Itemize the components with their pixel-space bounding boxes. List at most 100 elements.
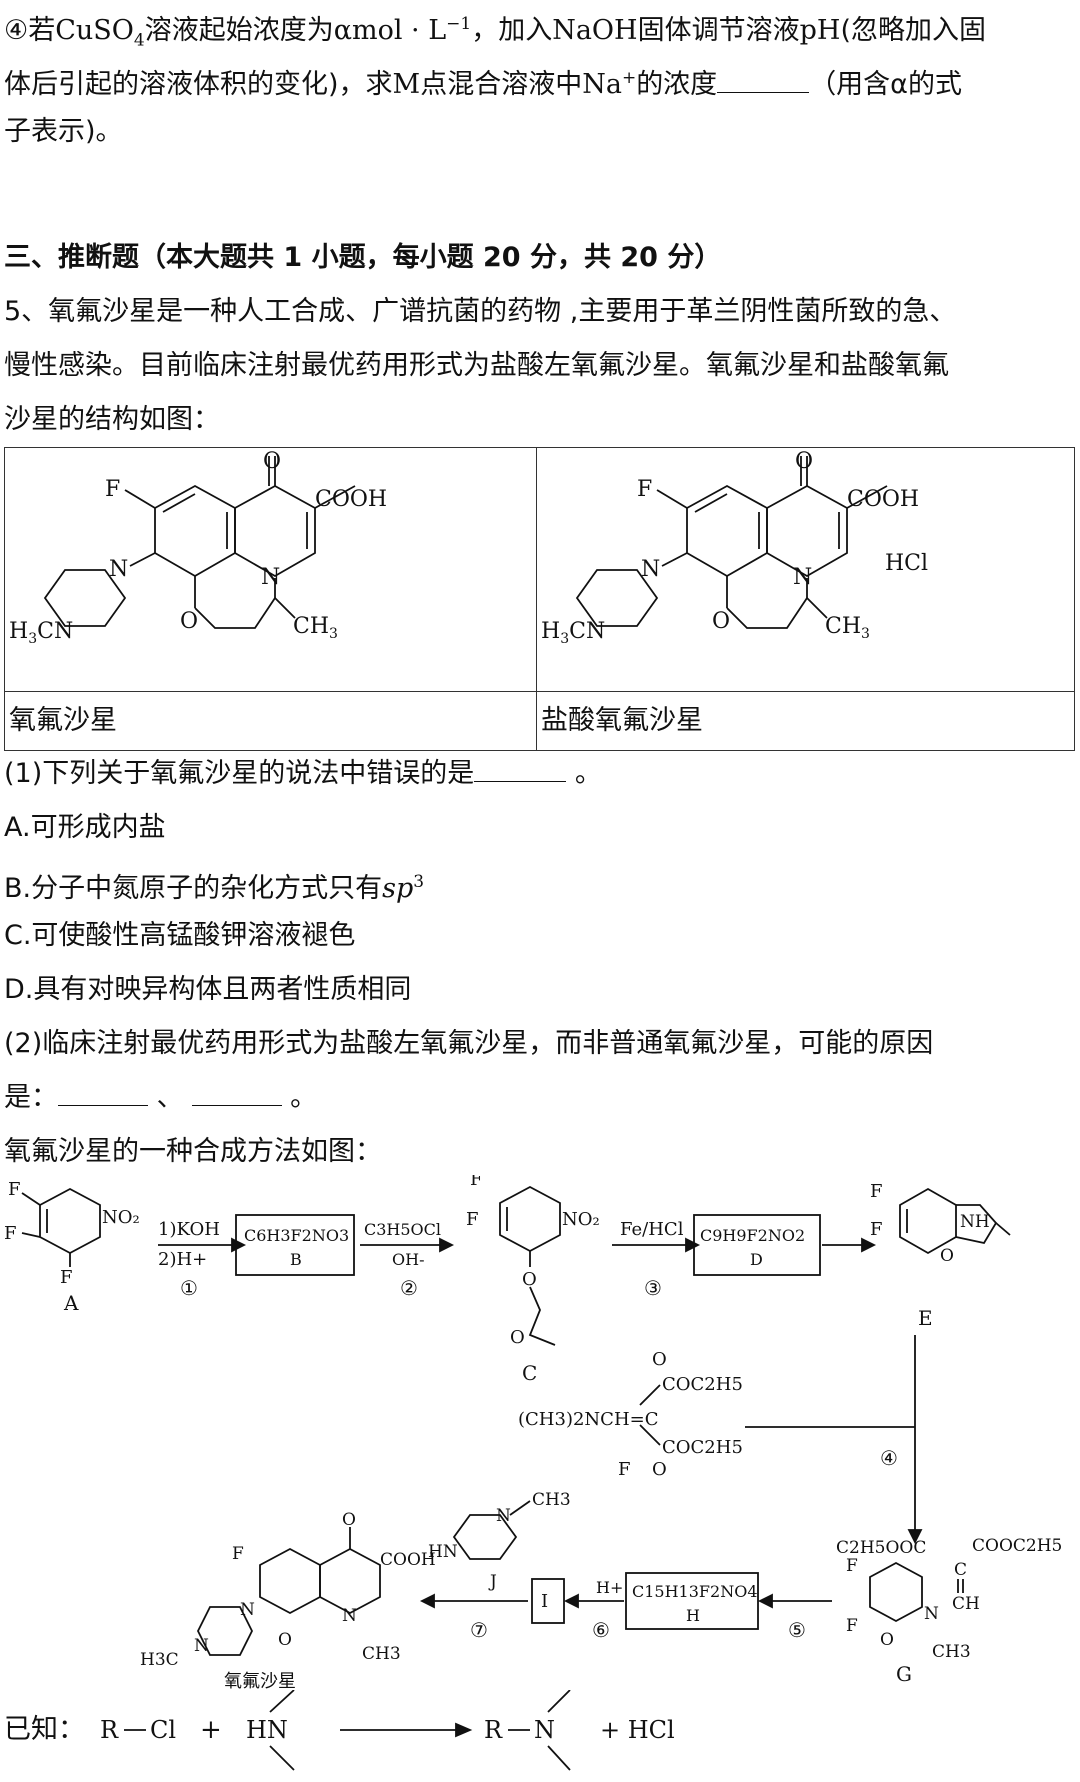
piperazine-n-label: N — [641, 557, 660, 582]
q1-option-c: C.可使酸性高锰酸钾溶液褪色 — [4, 920, 356, 951]
sp-superscript: 3 — [413, 872, 425, 892]
svg-text:O: O — [940, 1246, 954, 1266]
q1-stem: (1)下列关于氧氟沙星的说法中错误的是 。 — [4, 756, 602, 792]
g-top-right: COOC2H5 — [972, 1536, 1062, 1556]
n-methyl-label: H3CN — [541, 619, 605, 647]
step4-number: ④ — [880, 1446, 898, 1470]
label-d: D — [750, 1250, 763, 1269]
answer-blank-q2-2[interactable] — [191, 1081, 282, 1106]
label-h: H — [686, 1606, 700, 1625]
svg-text:CH3: CH3 — [532, 1490, 571, 1510]
ofloxacin-structure: O COOH F N O CH3 N H3CN — [9, 449, 387, 647]
methyl-label: CH3 — [825, 614, 870, 642]
reagent-bottom: COC2H5 — [662, 1437, 743, 1458]
svg-text:F: F — [846, 1556, 858, 1576]
step1-reagent-bottom: 2)H+ — [158, 1249, 207, 1270]
fluoro-label: F — [105, 477, 120, 502]
known-rhs-r: R — [484, 1716, 503, 1744]
g-ch: CH — [952, 1594, 980, 1614]
ring-o-label: O — [712, 609, 730, 634]
known-hcl: + HCl — [600, 1716, 675, 1744]
q4-text: 固体调节溶液 — [637, 15, 800, 46]
q2-line-2: 是： 、 。 — [4, 1080, 317, 1116]
svg-text:CH3: CH3 — [932, 1642, 971, 1662]
svg-text:COOH: COOH — [380, 1550, 436, 1570]
label-c: C — [522, 1361, 537, 1385]
q4-text: 体后引起的溶液体积的变化)，求 — [4, 69, 393, 100]
piperazine-ring — [43, 569, 127, 627]
sp-text: sp — [382, 873, 414, 904]
box-d — [693, 1214, 821, 1276]
reagent-top: COC2H5 — [662, 1374, 743, 1395]
step3-number: ③ — [644, 1276, 662, 1300]
formula-d: C9H9F2NO2 — [700, 1226, 805, 1245]
cooh-label: COOH — [847, 487, 919, 512]
reagent-left: (CH3)2NCH=C — [518, 1409, 659, 1430]
svg-text:NO₂: NO₂ — [102, 1207, 140, 1228]
q4-text: ④若 — [4, 15, 56, 46]
svg-text:F: F — [618, 1459, 631, 1480]
synthesis-intro: 氧氟沙星的一种合成方法如图： — [4, 1136, 382, 1167]
label-b: B — [290, 1250, 302, 1269]
step2-reagent-bottom: OH- — [392, 1250, 424, 1269]
methyl-label: CH3 — [293, 614, 338, 642]
ring-n-label: N — [793, 565, 812, 590]
piperazine-n-label: N — [109, 557, 128, 582]
concentration-unit: αmol · L — [333, 15, 447, 46]
q1-stem-text: (1)下列关于氧氟沙星的说法中错误的是 — [4, 758, 475, 789]
ph-text: pH — [799, 15, 841, 46]
q4-line-3: 子表示)。 — [4, 116, 123, 147]
compound-e: F F NH O E — [870, 1181, 1011, 1330]
label-i: I — [541, 1591, 548, 1612]
svg-text:F: F — [870, 1181, 883, 1202]
q4-line-2: 体后引起的溶液体积的变化)，求M点混合溶液中Na+的浓度（用含α的式 — [4, 60, 962, 103]
svg-text:F: F — [870, 1219, 883, 1240]
q1-option-b: B.分子中氮原子的杂化方式只有sp3 — [4, 864, 424, 907]
intro-line-1: 5、氧氟沙星是一种人工合成、广谱抗菌的药物 ,主要用于革兰阴性菌所致的急、 — [4, 296, 957, 327]
hcl-label: HCl — [885, 551, 928, 576]
structure-table: O COOH F N O CH3 N H3CN — [4, 447, 1075, 751]
svg-text:F: F — [470, 1175, 483, 1190]
svg-text:O: O — [880, 1630, 894, 1650]
fluoro-label: F — [637, 477, 652, 502]
svg-text:F: F — [466, 1209, 479, 1230]
cooh-label: COOH — [315, 487, 387, 512]
benzene-ring — [686, 484, 768, 578]
svg-text:F: F — [8, 1179, 21, 1200]
svg-text:NO₂: NO₂ — [562, 1209, 600, 1230]
known-r: R — [100, 1716, 119, 1744]
step6-reagent: H+ — [596, 1578, 623, 1597]
label-a: A — [63, 1291, 79, 1315]
intro-line-3: 沙星的结构如图： — [4, 404, 220, 435]
q1-option-b-text: B.分子中氮原子的杂化方式只有 — [4, 873, 383, 904]
q2-end: 。 — [281, 1082, 318, 1113]
svg-text:H3C: H3C — [140, 1650, 179, 1670]
q4-text: 点混合溶液中 — [420, 69, 583, 100]
compound-g: C2H5OOC COOC2H5 C CH F F N O CH3 G — [836, 1536, 1062, 1686]
box-i — [531, 1578, 565, 1624]
svg-text:C: C — [954, 1560, 967, 1580]
q1-option-d: D.具有对映异构体且两者性质相同 — [4, 974, 412, 1005]
ring-n-label: N — [261, 565, 280, 590]
unit-superscript: −1 — [446, 14, 472, 34]
section-title: 三、推断题（本大题共 1 小题，每小题 20 分，共 20 分） — [4, 242, 722, 273]
benzene-ring — [154, 484, 236, 578]
piperazine-ring — [575, 569, 659, 627]
answer-blank-q4[interactable] — [717, 68, 810, 93]
svg-text:O: O — [652, 1349, 667, 1370]
answer-blank-q2-1[interactable] — [58, 1081, 148, 1106]
svg-text:O: O — [342, 1510, 356, 1530]
carbonyl-o-label: O — [263, 449, 281, 474]
na-formula: Na — [582, 69, 622, 100]
q4-text: (忽略加入固 — [840, 15, 986, 46]
naoh-formula: NaOH — [552, 15, 638, 46]
formula-h: C15H13F2NO4 — [632, 1582, 758, 1601]
q4-line-1: ④若CuSO4溶液起始浓度为αmol · L−1，加入NaOH固体调节溶液pH(… — [4, 6, 986, 58]
step2-number: ② — [400, 1276, 418, 1300]
answer-blank-q1[interactable] — [474, 757, 567, 782]
synthesis-route-diagram: F F F NO₂ A 1)KOH 2)H+ ① C6H3F2NO3 B C3H… — [4, 1175, 1062, 1692]
cuso4-formula: CuSO — [55, 15, 134, 46]
svg-text:N: N — [240, 1600, 255, 1620]
svg-text:CH3: CH3 — [362, 1644, 401, 1664]
step6-number: ⑥ — [592, 1618, 610, 1642]
